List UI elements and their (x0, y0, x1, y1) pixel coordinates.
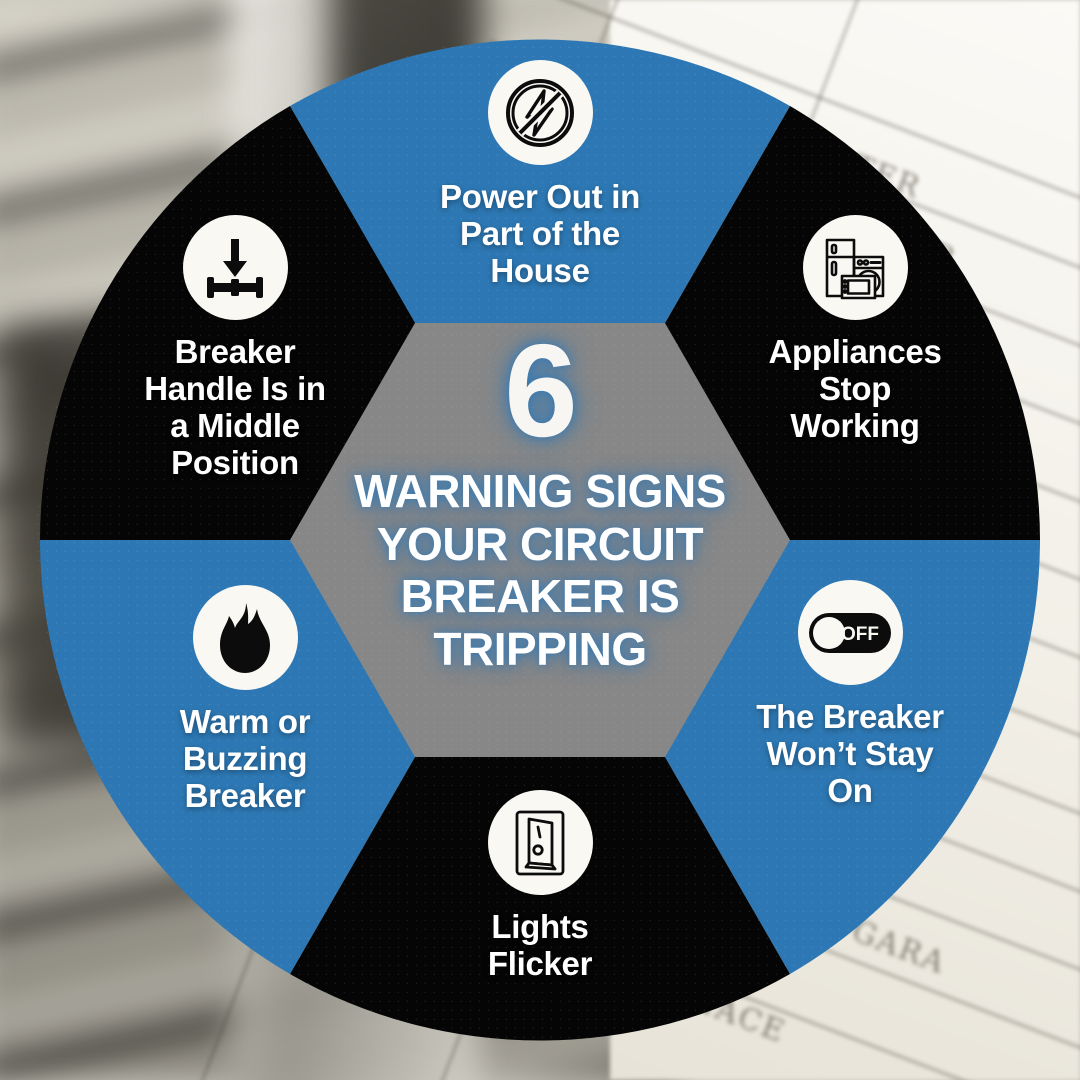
hexagon-wheel-diagram (37, 37, 1043, 1043)
